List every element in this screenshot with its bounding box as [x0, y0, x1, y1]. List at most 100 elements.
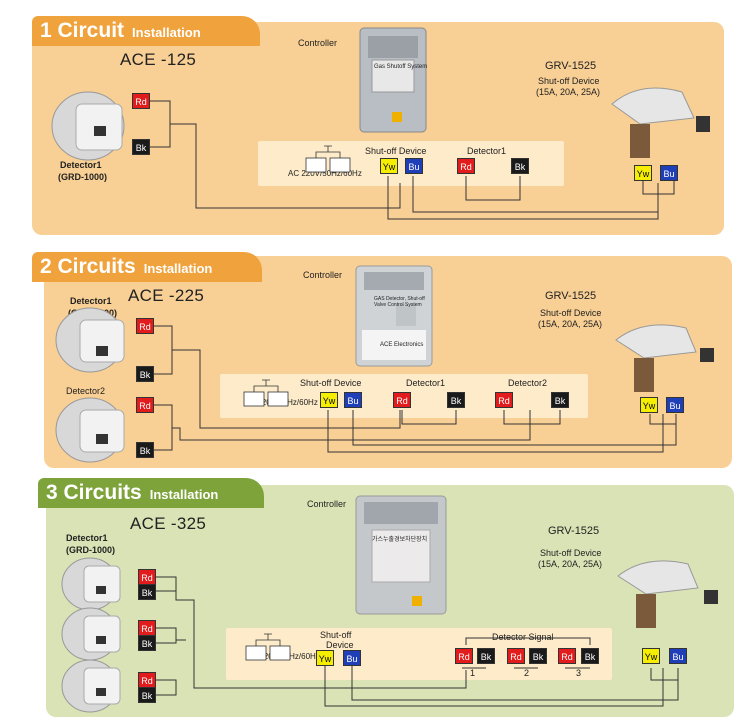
p2-d2-rd: Rd — [495, 392, 513, 408]
p3-ground-symbol — [255, 633, 281, 646]
p3-ac-socket-2 — [269, 645, 291, 661]
p2-ac-socket-1 — [243, 391, 265, 407]
p2-wire-d2 — [503, 410, 561, 425]
panel-3-shutoff-label2: Device — [326, 640, 354, 650]
p1-d1-bk: Bk — [511, 158, 529, 174]
p1-so-bu: Bu — [405, 158, 423, 174]
p3-det3-rd: Rd — [138, 672, 156, 688]
p3-sig3-rd: Rd — [558, 648, 576, 664]
panel-1-valve-desc1: Shut-off Device — [538, 76, 600, 86]
p1-wire-valve — [642, 181, 675, 195]
p1-wire-shutoff — [387, 176, 659, 220]
p1-valve — [611, 87, 710, 158]
panel-2-controller-label: Controller — [303, 270, 343, 280]
p3-sig1-bk: Bk — [477, 648, 495, 664]
panel-3-signal-num-1: 1 — [470, 668, 476, 678]
p2-det2-bk: Bk — [136, 442, 154, 458]
panel-1-ac-label: AC 220V/50Hz/60Hz — [288, 169, 362, 178]
panel-2-detector-label: Detector1 — [70, 296, 112, 306]
p3-wire-so — [324, 666, 664, 707]
p3-wire-d1b — [156, 590, 177, 600]
p3-so-bu: Bu — [343, 650, 361, 666]
panel-3-controller-label: Controller — [307, 499, 347, 509]
p2-wire-det2b — [154, 410, 531, 451]
p2-controller-text2: Valve Control System — [374, 302, 422, 308]
panel-1-valve-desc2: (15A, 20A, 25A) — [536, 87, 601, 97]
p3-wire-d3 — [156, 679, 177, 688]
p3-det3-bk: Bk — [138, 687, 156, 703]
p2-det1-rd: Rd — [136, 318, 154, 334]
p2-det2-rd: Rd — [136, 397, 154, 413]
p3-wire-valve — [650, 668, 678, 681]
panel-1-title: 1 Circuit — [40, 19, 125, 42]
panel-3-shutoff-label1: Shut-off — [320, 630, 352, 640]
p2-ac-socket-2 — [267, 391, 289, 407]
panel-2-model: ACE -225 — [128, 286, 205, 305]
panel-2-valve-desc2: (15A, 20A, 25A) — [538, 319, 603, 329]
panel-3-signal-num-3: 3 — [576, 668, 582, 678]
p2-ground-symbol — [253, 379, 279, 392]
panel-3-valve-desc1: Shut-off Device — [540, 548, 602, 558]
p1-wire-det1 — [465, 176, 521, 201]
panel-2-subtitle: Installation — [143, 261, 213, 276]
panel-2-valve-model: GRV-1525 — [545, 290, 597, 302]
panel-2-valve-desc1: Shut-off Device — [540, 308, 602, 318]
panel-3-valve-desc2: (15A, 20A, 25A) — [538, 559, 603, 569]
panel-1-valve-model: GRV-1525 — [545, 60, 597, 72]
p3-sig2-bk: Bk — [529, 648, 547, 664]
p2-detector-2 — [55, 397, 125, 463]
p3-wire-d2 — [156, 627, 177, 640]
panel-1-controller-label: Controller — [298, 38, 338, 48]
p2-wire-valve — [649, 414, 676, 425]
p2-wire-det1b — [154, 350, 173, 375]
p3-sig3-bk: Bk — [581, 648, 599, 664]
p2-d1-rd: Rd — [393, 392, 411, 408]
panel-3-signal-label: Detector Signal — [492, 632, 554, 642]
panel-2-shutoff-label: Shut-off Device — [300, 378, 362, 388]
panel-3-title: 3 Circuits — [46, 481, 142, 504]
p2-det1-bk: Bk — [136, 366, 154, 382]
p1-ac-socket-2 — [329, 157, 351, 173]
p3-so-yw: Yw — [316, 650, 334, 666]
panel-1-shutoff-label: Shut-off Device — [365, 146, 427, 156]
p2-d1-bk: Bk — [447, 392, 465, 408]
p3-controller-text: 가스누출경보차단장치 — [372, 537, 428, 543]
p2-controller — [355, 265, 433, 367]
p3-controller — [355, 495, 447, 615]
p2-controller-text1: GAS Detector, Shut-off — [374, 296, 425, 302]
p3-det2-rd: Rd — [138, 620, 156, 636]
p1-ac-socket-1 — [305, 157, 327, 173]
panel-1-subtitle: Installation — [132, 25, 201, 40]
panel-1-model: ACE -125 — [120, 50, 197, 69]
panel-2-title: 2 Circuits — [40, 255, 136, 278]
p1-controller — [359, 27, 427, 133]
panel-3-model: ACE -325 — [130, 514, 207, 533]
p1-valve-bu: Bu — [660, 165, 678, 181]
p3-det1-bk: Bk — [138, 584, 156, 600]
p2-controller-brand: ACE Electronics — [380, 342, 424, 348]
panel-1-detector1-label: Detector1 — [467, 146, 507, 156]
p3-wire-d1 — [156, 576, 467, 689]
p1-valve-yw: Yw — [634, 165, 652, 181]
p1-wire-rd — [150, 100, 401, 209]
panel-2-title-tab: 2 Circuits Installation — [32, 252, 262, 282]
p3-det1-rd: Rd — [138, 569, 156, 585]
p3-valve-yw: Yw — [642, 648, 660, 664]
panel-3-detector-model: (GRD-1000) — [66, 545, 116, 555]
p1-d1-rd: Rd — [457, 158, 475, 174]
p3-sig1-rd: Rd — [455, 648, 473, 664]
p3-detector-3 — [61, 659, 121, 713]
p3-wire-signal — [465, 637, 591, 645]
p1-controller-text: Gas Shutoff System — [374, 64, 428, 70]
p1-so-yw: Yw — [380, 158, 398, 174]
p3-wire-d2b — [156, 639, 186, 644]
panel-2-detector1-label: Detector1 — [406, 378, 446, 388]
p2-valve-bu: Bu — [666, 397, 684, 413]
p2-wire-det1 — [154, 325, 401, 429]
p2-valve-yw: Yw — [640, 397, 658, 413]
panel-3-detector-label: Detector1 — [66, 533, 108, 543]
p3-sig2-rd: Rd — [507, 648, 525, 664]
p3-ac-socket-1 — [245, 645, 267, 661]
p2-wire-d1 — [401, 410, 457, 425]
